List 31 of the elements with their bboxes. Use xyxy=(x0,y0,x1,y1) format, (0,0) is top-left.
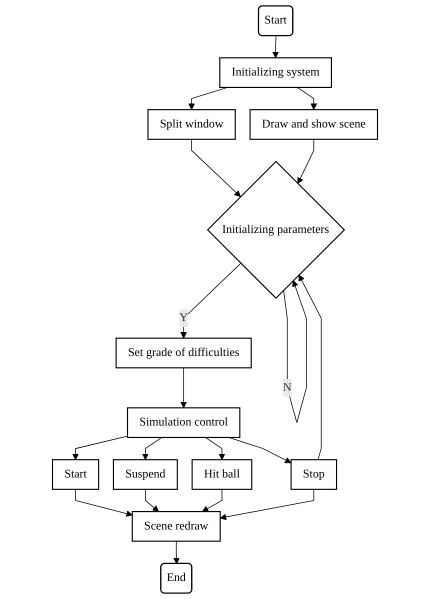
node-box: Draw and show scene xyxy=(250,109,378,140)
arrow xyxy=(188,87,228,110)
node-box: Simulation control xyxy=(126,407,240,438)
arrow xyxy=(75,488,133,517)
node-box: Start xyxy=(52,459,100,490)
arrow xyxy=(298,274,322,460)
node-box: Initializing system xyxy=(219,57,332,88)
node-box: Hit ball xyxy=(192,459,252,490)
edge-label: Y xyxy=(179,312,188,324)
arrow xyxy=(173,540,180,564)
arrow xyxy=(283,280,307,423)
edge-label: N xyxy=(282,381,292,394)
node-box: Scene redraw xyxy=(132,511,221,542)
node-box: Stop xyxy=(290,459,338,490)
arrow xyxy=(272,36,279,58)
arrow xyxy=(297,87,318,110)
arrow xyxy=(228,437,292,464)
arrow xyxy=(72,436,128,460)
arrow xyxy=(180,262,242,338)
arrow xyxy=(180,367,187,408)
arrow xyxy=(220,488,314,520)
arrow xyxy=(191,138,241,197)
node-box: Suspend xyxy=(112,459,178,490)
arrow xyxy=(142,437,162,460)
arrow xyxy=(205,437,226,460)
node-box: Split window xyxy=(147,109,236,140)
arrow xyxy=(202,488,222,512)
node-diamond: Initializing parameters xyxy=(206,160,346,299)
arrow xyxy=(297,138,314,184)
node-box: Set grade of difficulties xyxy=(116,338,252,368)
arrow xyxy=(145,488,159,512)
